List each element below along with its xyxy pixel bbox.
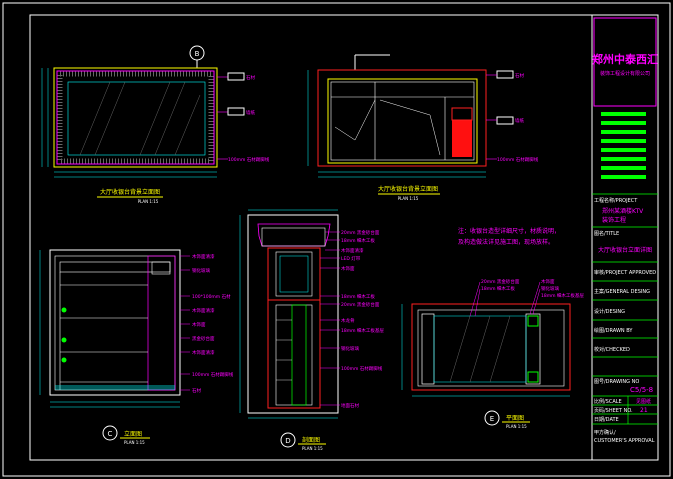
ctr-anno-8: 木龙骨 [341, 317, 355, 324]
br-anno-2: 18mm 细木工板 [481, 285, 515, 292]
note-line-2: 及构造做法详见施工图，现场放样。 [458, 238, 554, 246]
ctr-anno-11: 100mm 石材踢脚线 [341, 365, 383, 372]
tr-anno-2: 墙纸 [515, 117, 524, 124]
sheet-value: 21 [640, 407, 648, 414]
tr-anno-1: 石材 [515, 72, 524, 79]
br-scale: PLAN 1:15 [506, 424, 527, 429]
drawing-no-label: 图号/DRAWING NO [594, 379, 639, 385]
tl-anno-2: 墙纸 [246, 109, 255, 116]
br-anno-1: 20mm 黑金砂台面 [481, 278, 520, 285]
ctr-anno-12: 地面石材 [341, 402, 359, 409]
svg-text:D: D [285, 437, 290, 445]
tl-caption: 大厅收银台背景立面图 [100, 188, 160, 196]
bl-anno-7: 木饰面清漆 [192, 349, 215, 356]
ctr-anno-5: 木饰面 [341, 265, 355, 272]
tr-caption: 大厅收银台背景立面图 [378, 185, 438, 193]
br-anno-5: 18mm 细木工板基层 [541, 292, 584, 299]
ctr-anno-2: 18mm 细木工板 [341, 237, 375, 244]
bl-anno-2: 钢化玻璃 [192, 267, 210, 274]
top-right-elevation: 石材 墙纸 100mm 石材踢脚线 大厅收银台背景立面图 PLAN 1:15 [307, 54, 539, 201]
bottom-right-plan: 20mm 黑金砂台面 18mm 细木工板 木饰面 钢化玻璃 18mm 细木工板基… [401, 278, 584, 429]
bl-caption: 立面图 [124, 430, 142, 438]
svg-text:B: B [195, 50, 200, 58]
section-marker-e [484, 410, 500, 426]
bl-scale: PLAN 1:15 [124, 440, 145, 445]
ctr-anno-6: 18mm 细木工板 [341, 293, 375, 300]
ctr-scale: PLAN 1:15 [302, 446, 323, 451]
checked-label: 校对/CHECKED [594, 346, 630, 353]
svg-text:E: E [490, 415, 494, 423]
bl-anno-6: 黑金砂台面 [192, 335, 215, 342]
center-section: 20mm 黑金砂台面 18mm 细木工板 木饰面清漆 LED 灯带 木饰面 18… [239, 209, 384, 451]
bl-anno-8: 100mm 石材踢脚线 [192, 371, 234, 378]
green-stripes [601, 112, 646, 179]
date-label: 日期/DATE [594, 417, 619, 423]
red-cabinet [452, 120, 472, 157]
approved-label: 审核/PROJECT APPROVED [594, 269, 656, 276]
ctr-anno-3: 木饰面清漆 [341, 247, 364, 254]
ctr-anno-7: 20mm 黑金砂台面 [341, 301, 380, 308]
section-marker-d [280, 432, 296, 448]
bl-anno-9: 石材 [192, 387, 201, 394]
drawing-no-value: C5/5-8 [630, 386, 653, 394]
project-label: 工程名称/PROJECT [594, 197, 638, 204]
general-label: 主案/GENERAL DESING [594, 288, 650, 295]
title-value: 大厅收银台立面详图 [598, 246, 652, 254]
customer-label-2: CUSTOMER'S APPROVAL [594, 438, 655, 444]
scale-value: 见图纸 [636, 398, 651, 405]
br-anno-3: 木饰面 [541, 278, 555, 285]
tl-anno-3: 100mm 石材踢脚线 [228, 156, 270, 163]
tr-anno-3: 100mm 石材踢脚线 [497, 156, 539, 163]
bl-anno-5: 木饰面 [192, 321, 206, 328]
ctr-anno-10: 钢化玻璃 [341, 345, 359, 352]
ctr-anno-1: 20mm 黑金砂台面 [341, 229, 380, 236]
project-name-2: 装饰工程 [602, 216, 626, 224]
section-marker-c [102, 425, 118, 441]
bl-anno-1: 木饰面清漆 [192, 253, 215, 260]
company-sub-text: 装饰工程设计有限公司 [600, 70, 650, 77]
company-logo-text: 郑州中泰西汇 [592, 52, 658, 66]
note-line-1: 注：收银台造型详细尺寸，材质说明， [458, 227, 560, 235]
scale-label: 比例/SCALE [594, 398, 622, 405]
title-label: 图名/TITLE [594, 230, 619, 237]
br-caption: 平面图 [506, 415, 524, 422]
project-name-1: 郑州某酒楼KTV [602, 207, 644, 215]
svg-text:C: C [108, 430, 113, 438]
bl-anno-4: 木饰面清漆 [192, 307, 215, 314]
notes: 注：收银台造型详细尺寸，材质说明， 及构造做法详见施工图，现场放样。 [458, 227, 560, 246]
bottom-left-elevation: 木饰面清漆 钢化玻璃 100*100mm 石材 木饰面清漆 木饰面 黑金砂台面 … [39, 249, 234, 445]
drawn-label: 绘图/DRAWN BY [594, 327, 633, 334]
customer-label: 甲方确认/ [594, 429, 616, 436]
ctr-anno-4: LED 灯带 [341, 255, 361, 262]
ctr-anno-9: 18mm 细木工板基层 [341, 327, 384, 334]
tr-scale: PLAN 1:15 [398, 196, 419, 201]
tl-anno-1: 石材 [246, 74, 255, 81]
ctr-caption: 剖面图 [302, 436, 320, 444]
top-left-elevation: B 石材 墙纸 100mm 石材踢脚线 大厅收银台背景立面图 [41, 45, 270, 204]
sheet-label: 页码/SHEET NO. [594, 407, 633, 414]
title-block: 郑州中泰西汇 装饰工程设计有限公司 [591, 14, 659, 461]
bl-anno-3: 100*100mm 石材 [192, 293, 231, 300]
design-label: 设计/DESING [594, 308, 625, 315]
br-anno-4: 钢化玻璃 [541, 285, 559, 292]
tl-scale: PLAN 1:15 [138, 199, 159, 204]
